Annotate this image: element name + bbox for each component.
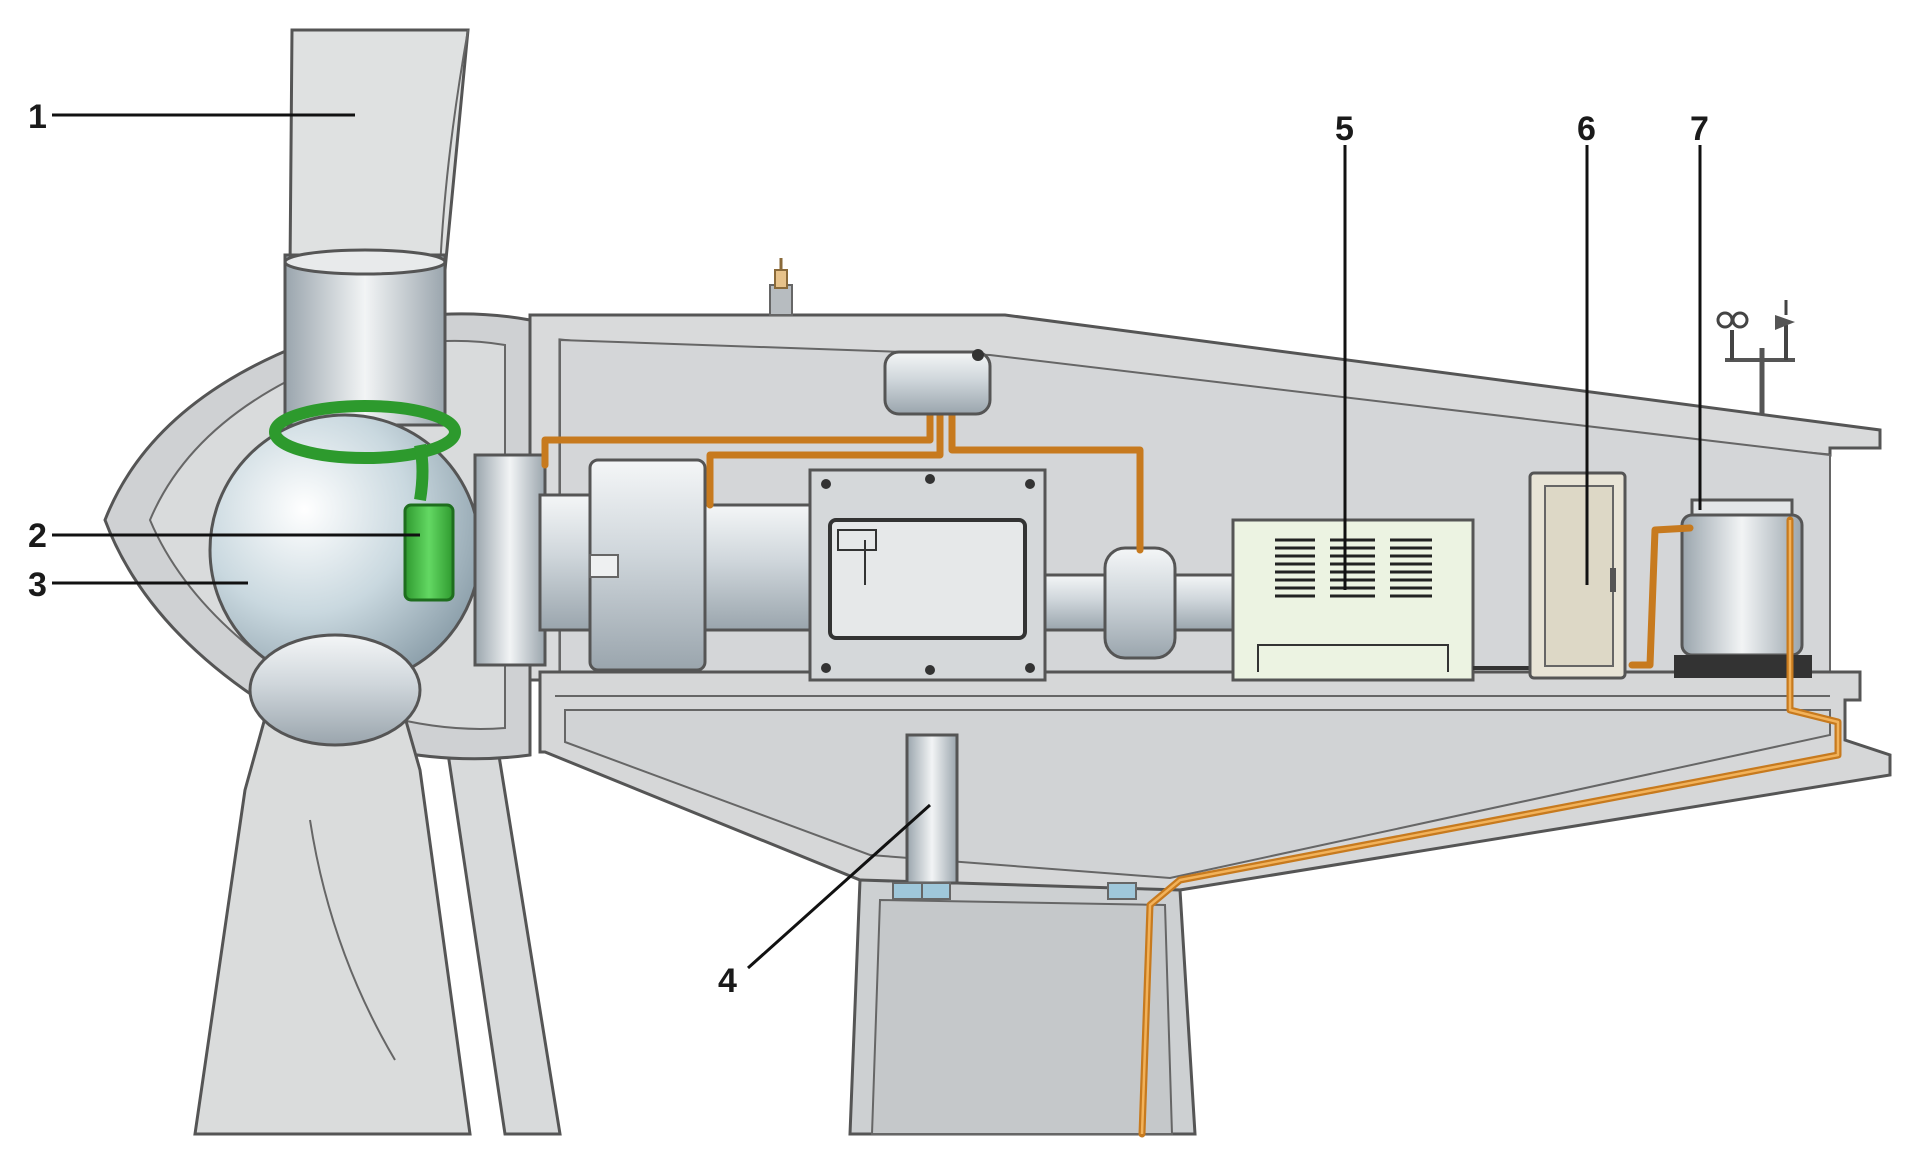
gearbox-panel [828,518,1027,640]
callout-4: 4 [718,962,737,1000]
main-bearing-flange [473,453,547,667]
generator-base-rail [1257,644,1449,672]
bearing-key [589,554,619,578]
cable-tower-core [1140,520,1840,1135]
pitch-ring [269,400,461,464]
cabinet-handle [1610,568,1616,592]
callout-7: 7 [1690,110,1709,148]
tower [848,878,1197,1136]
callout-5: 5 [1335,110,1354,148]
rotor [103,28,562,1136]
callout-3: 3 [28,566,47,604]
transformer-base [1674,655,1812,678]
blade-root-flange [283,248,447,276]
cable-shaft [706,406,944,509]
main-shaft [703,503,812,632]
beacon-icon [769,258,793,316]
control-unit [883,350,992,416]
leader-4 [746,803,932,970]
drive-train [538,458,1538,682]
yaw-motor [905,733,959,885]
callout-2: 2 [28,517,47,555]
gearbox-label [837,529,877,551]
main-shaft-collar [538,493,592,632]
floor-bay [564,709,1831,880]
cable-hub [541,406,934,469]
callout-6: 6 [1577,110,1596,148]
blade-lower-crease [309,819,396,1061]
generator-vents [1275,538,1432,598]
blade-root-upper [283,253,447,427]
roof-items [769,258,1795,416]
tower-inner [870,898,1174,1135]
yaw-drive [892,733,1137,900]
yaw-pad-right [1107,882,1137,900]
cable-cabinet [1628,524,1694,669]
leader-lines [52,113,1702,970]
coupling-brake [1103,546,1177,660]
pitch-motor [403,503,455,602]
electrical-equipment [1528,471,1812,680]
callout-1: 1 [28,98,47,136]
generator [1231,518,1475,682]
yaw-pad-mid [921,882,951,900]
callouts: 1 2 3 4 5 6 7 [28,98,1709,1000]
control-cabinet-door [1544,485,1614,667]
cables [541,406,1842,1138]
pitch-link [414,443,429,501]
anemometer-icon [1716,300,1795,415]
blade-upper-edge [439,29,469,271]
transformer [1680,513,1804,657]
control-unit-bolt [972,349,984,361]
blade-root-lower [248,633,422,747]
cable-brake [948,406,1144,554]
gearbox-bolts [821,474,1035,675]
